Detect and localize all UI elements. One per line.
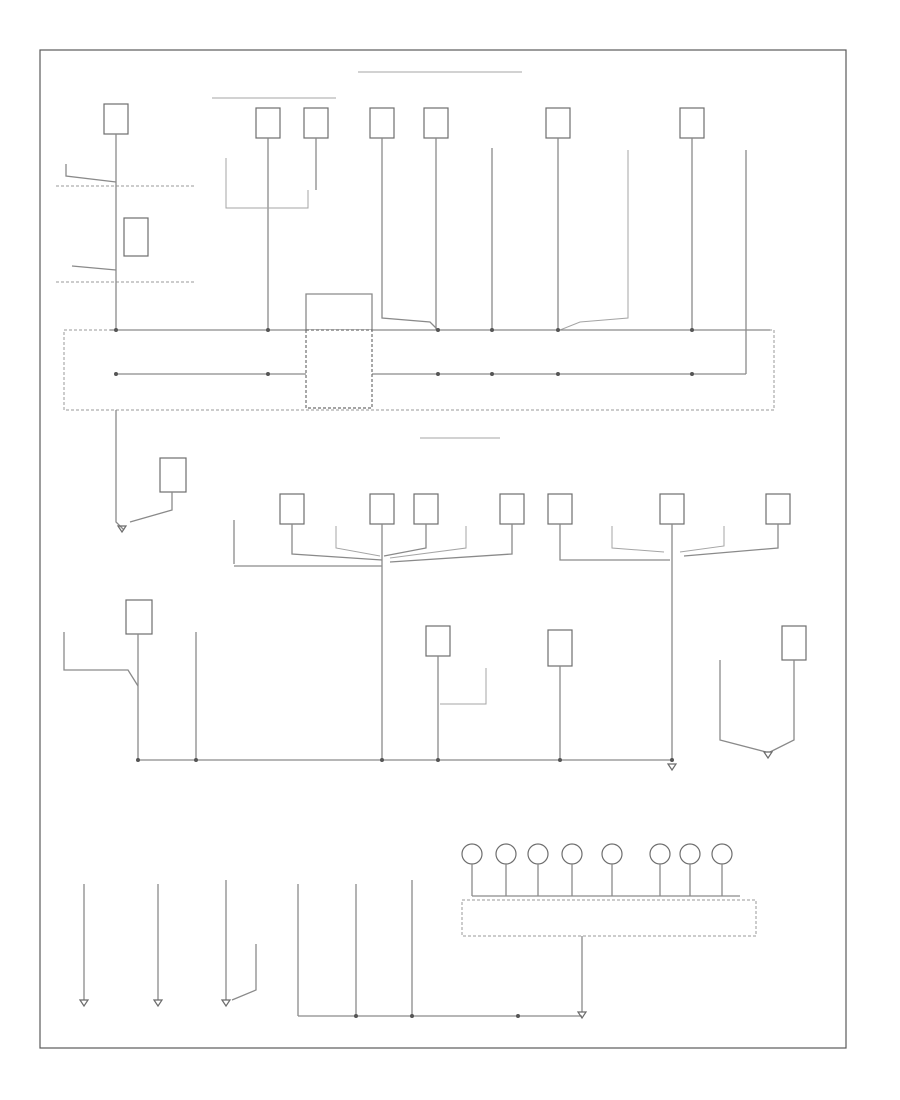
wire-m-drop-5 <box>383 524 427 557</box>
junction-dot-m6 <box>670 758 674 762</box>
component-b-r7 <box>679 843 701 865</box>
component-m2 <box>369 493 395 525</box>
component-c2 <box>255 107 281 139</box>
component-c3 <box>303 107 329 139</box>
junction-dot-m4 <box>436 758 440 762</box>
ground-symbol-m12 <box>762 751 774 760</box>
junction-dot-m1 <box>136 758 140 762</box>
component-c4 <box>369 107 395 139</box>
ground-symbol-mid <box>666 763 678 772</box>
wire-m-drop-7 <box>389 524 513 563</box>
junction-dot-b3 <box>516 1014 520 1018</box>
component-m8 <box>125 599 153 635</box>
ground-symbol-br <box>576 1011 588 1020</box>
wire-m10b <box>440 668 487 705</box>
junction-dot-9 <box>436 372 440 376</box>
component-c5 <box>423 107 449 139</box>
junction-dot-7 <box>114 372 118 376</box>
junction-dot-b2 <box>410 1014 414 1018</box>
component-m4 <box>499 493 525 525</box>
junction-dot-m5 <box>558 758 562 762</box>
component-c6 <box>545 107 571 139</box>
component-b-r4 <box>561 843 583 865</box>
ground-symbol-b1 <box>78 999 90 1008</box>
diagram-frame <box>39 49 847 1049</box>
junction-dot-3 <box>436 328 440 332</box>
component-c7 <box>679 107 705 139</box>
wire-v-c6b <box>559 150 629 331</box>
wire-v-c2b <box>225 158 309 209</box>
junction-block-top <box>63 329 775 411</box>
wire-m-drop-12 <box>683 524 779 557</box>
junction-dot-12 <box>690 372 694 376</box>
junction-dot-b1 <box>354 1014 358 1018</box>
wire-v-left-b <box>71 265 117 271</box>
component-m11 <box>547 629 573 667</box>
wire-m12a <box>719 660 767 753</box>
junction-dot-m2 <box>194 758 198 762</box>
junction-dot-1 <box>114 328 118 332</box>
component-m0 <box>159 457 187 493</box>
component-b-r1 <box>461 843 483 865</box>
component-b-r2 <box>495 843 517 865</box>
wire-m0 <box>129 492 173 523</box>
component-b-r6 <box>649 843 671 865</box>
section-middle <box>63 410 807 772</box>
wire-v-c4 <box>381 138 439 331</box>
component-m10 <box>425 625 451 657</box>
wire-m-drop-9 <box>611 526 665 553</box>
wire-m8b <box>63 632 139 687</box>
wire-m-drop-6 <box>389 526 467 559</box>
junction-dot-5 <box>556 328 560 332</box>
wire-m-drop-8 <box>559 524 670 561</box>
wire-b3b <box>231 944 257 1001</box>
ground-symbol-b2 <box>152 999 164 1008</box>
component-m5 <box>547 493 573 525</box>
wire-jumper <box>305 293 373 330</box>
component-c8 <box>123 217 149 257</box>
section-top <box>56 71 775 411</box>
junction-dot-10 <box>490 372 494 376</box>
connector-box-bottom-right <box>461 899 757 937</box>
component-b-r5 <box>601 843 623 865</box>
wire-v-left <box>65 164 117 183</box>
junction-dot-m3 <box>380 758 384 762</box>
junction-dot-11 <box>556 372 560 376</box>
component-b-r3 <box>527 843 549 865</box>
wire-m-drop-3 <box>335 526 381 557</box>
wire-m12b <box>769 660 795 753</box>
junction-module <box>305 329 373 409</box>
component-m7 <box>765 493 791 525</box>
component-m12 <box>781 625 807 661</box>
junction-dot-8 <box>266 372 270 376</box>
wire-m-drop-11 <box>679 526 725 553</box>
junction-dot-6 <box>690 328 694 332</box>
component-cluster-bottom-right <box>461 843 733 865</box>
wire-m-drop-2 <box>291 524 383 561</box>
component-b-r8 <box>711 843 733 865</box>
ground-symbol-m0 <box>116 525 128 534</box>
section-bottom <box>78 843 757 1020</box>
wire-downlead-left <box>115 410 125 531</box>
junction-dot-4 <box>490 328 494 332</box>
ground-symbol-b3 <box>220 999 232 1008</box>
component-m6 <box>659 493 685 525</box>
component-m3 <box>413 493 439 525</box>
junction-dot-2 <box>266 328 270 332</box>
component-m1 <box>279 493 305 525</box>
component-c1 <box>103 103 129 135</box>
